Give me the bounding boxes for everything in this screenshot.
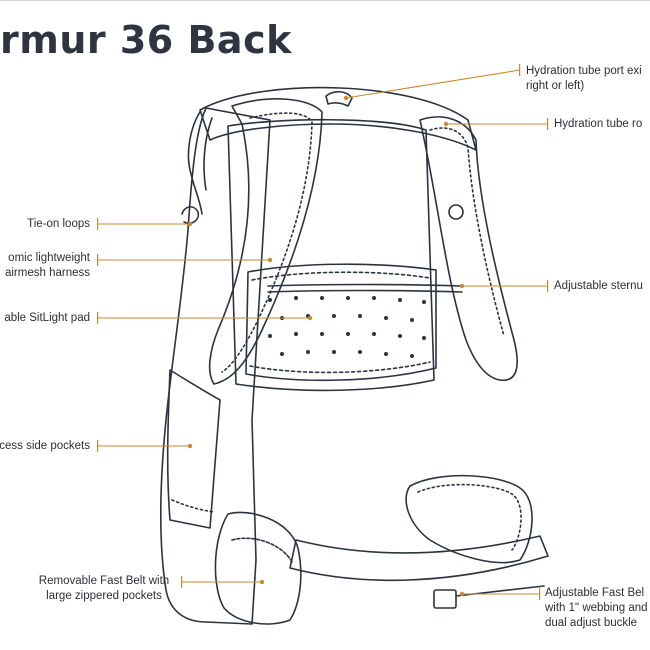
- right-hip-fin-stitch: [417, 483, 522, 551]
- callout-fast-belt-line-1: Removable Fast Belt with: [38, 575, 170, 587]
- callout-sternum: Adjustable sternu: [554, 279, 643, 294]
- callout-sternum-line-1: Adjustable sternu: [554, 280, 643, 292]
- hip-belt: [289, 535, 549, 582]
- side-pocket: [166, 369, 221, 529]
- right-hip-fin: [405, 474, 533, 564]
- callout-side-pockets-line-1: cess side pockets: [0, 440, 90, 452]
- left-strap-stitch: [221, 112, 313, 373]
- mesh-dots: [268, 296, 426, 358]
- back-panel: [227, 118, 435, 392]
- callout-harness-line-1: omic lightweight: [8, 252, 90, 264]
- sternum-strap-2: [267, 289, 463, 293]
- side-fold-2: [203, 117, 213, 191]
- sitlight-edge: [251, 271, 431, 281]
- sitlight-edge-bottom: [249, 361, 431, 374]
- callout-side-pockets: cess side pockets: [0, 439, 90, 454]
- pack-top-lid: [199, 86, 477, 151]
- callout-adjust-belt-line-3: dual adjust buckle: [545, 617, 638, 629]
- callout-adjust-belt: Adjustable Fast Bel with 1" webbing and …: [545, 586, 648, 631]
- callout-harness: omic lightweight airmesh harness: [5, 251, 90, 281]
- sternum-strap: [267, 283, 463, 287]
- hip-belt-buckle: [433, 589, 457, 609]
- callout-adjust-belt-line-1: Adjustable Fast Bel: [545, 587, 645, 599]
- strap-badge: [448, 204, 464, 220]
- callout-hydration-route: Hydration tube ro: [554, 117, 642, 132]
- side-pocket-seam: [171, 499, 215, 513]
- hydration-port: [325, 90, 353, 107]
- left-shoulder-strap: [208, 98, 323, 385]
- callout-hydration-route-line-1: Hydration tube ro: [554, 118, 643, 130]
- callout-fast-belt-line-2: large zippered pockets: [46, 590, 162, 602]
- page-title: rmur 36 Back: [0, 18, 292, 62]
- callout-adjust-belt-line-2: with 1" webbing and: [545, 602, 648, 614]
- callout-harness-line-2: airmesh harness: [4, 267, 90, 279]
- leader-ticks: [97, 64, 549, 600]
- leader-hydration-port: [345, 69, 521, 99]
- leader-lines: [98, 69, 548, 595]
- callout-hydration-port: Hydration tube port exi right or left): [526, 64, 642, 94]
- left-hip-pocket: [214, 511, 302, 625]
- side-fold: [187, 111, 203, 215]
- sitlight-pad: [245, 263, 437, 382]
- left-hip-pocket-zip: [231, 537, 293, 563]
- callout-hydration-port-line-2: right or left): [526, 80, 585, 92]
- callout-fast-belt: Removable Fast Belt with large zippered …: [30, 574, 178, 604]
- pack-body-outline: [159, 107, 271, 625]
- callout-sitlight: able SitLight pad: [4, 311, 90, 326]
- top-border: [0, 0, 650, 1]
- callout-tie-on-line-1: Tie-on loops: [27, 218, 90, 230]
- right-strap-stitch: [429, 127, 505, 337]
- callout-sitlight-line-1: able SitLight pad: [4, 312, 90, 324]
- callout-tie-on: Tie-on loops: [27, 217, 90, 232]
- right-shoulder-strap: [419, 116, 518, 381]
- callout-hydration-port-line-1: Hydration tube port exi: [526, 65, 642, 77]
